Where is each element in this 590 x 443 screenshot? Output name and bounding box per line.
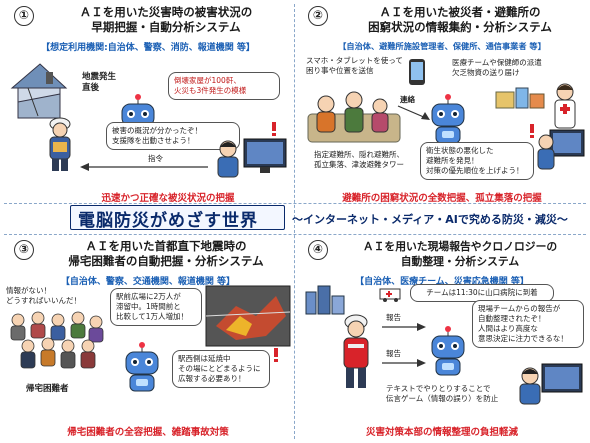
report-label-2: 報告 xyxy=(386,349,401,358)
banner-title: 電脳防災がめざす世界 xyxy=(78,211,258,231)
target-users: 【自治体、警察、交通機関、報道機関 等】 xyxy=(60,277,236,287)
banner-frame xyxy=(70,205,285,230)
decision-bubble: 被害の概況が分かったぞ！ 支援隊を出動させよう！ xyxy=(106,122,240,150)
title-line-2: 困窮状況の情報集約・分析システム xyxy=(368,20,552,34)
city-buildings-illustration xyxy=(305,285,345,315)
stagnation-bubble: 駅前広場に2万人が 滞留中。1時間前と 比較して1万人増加！ xyxy=(110,288,202,326)
quadrant-number: ① xyxy=(14,6,34,26)
quadrant-outcome: 帰宅困難者の全容把握、雑踏事故対策 xyxy=(67,427,229,438)
onset-label: 地震発生 直後 xyxy=(82,72,117,93)
title-line-1: ＡＩを用いた現場報告やクロノロジーの xyxy=(362,240,558,253)
responder-illustration xyxy=(343,314,369,388)
link-arrow xyxy=(397,105,430,120)
worker-illustration xyxy=(49,117,71,171)
horizontal-divider-bottom xyxy=(4,234,586,235)
target-users: 【想定利用機関:自治体、警察、消防、報道機関 等】 xyxy=(41,43,255,53)
quadrant-outcome: 避難所の困窮状況の全数把握、孤立集落の把握 xyxy=(342,193,542,204)
title-line-2: 早期把握・自動分析システム xyxy=(91,20,241,34)
hq-bubble: 現場チームからの報告が 自動整理されたぞ！ 人間はより高度な 意思決定に注力でき… xyxy=(472,300,584,348)
ai-robot-icon xyxy=(125,342,159,392)
text-exchange-note: テキストでやりとりすることで 伝言ゲーム（情報の誤り）を防止 xyxy=(386,384,499,403)
report-bubble: 倒壊家屋が100軒、 火災も3件発生の模様 xyxy=(168,72,280,100)
fire-warning-bubble: 駅西側は延焼中 その場にとどまるように 広報する必要あり！ xyxy=(172,350,270,388)
banner-subtitle: ～インターネット・メディア・AIで究める防災・減災～ xyxy=(292,213,568,226)
operator-illustration xyxy=(519,363,583,405)
quadrant-header: ① ＡＩを用いた災害時の被害状況の 早期把握・自動分析システム 【想定利用機関:… xyxy=(2,2,294,53)
quadrant-header: ② ＡＩを用いた被災者・避難所の 困窮状況の情報集約・分析システム 【自治体、避… xyxy=(296,2,588,51)
quadrant-title: ＡＩを用いた首都直下地震時の 帰宅困難者の自動把握・分析システム xyxy=(42,239,290,269)
title-line-1: ＡＩを用いた災害時の被害状況の xyxy=(79,5,253,19)
title-line-2: 帰宅困難者の自動把握・分析システム xyxy=(68,254,264,268)
report-label-1: 報告 xyxy=(386,313,401,322)
title-line-1: ＡＩを用いた首都直下地震時の xyxy=(85,239,247,253)
collapsed-house-illustration xyxy=(10,63,68,119)
quadrant-title: ＡＩを用いた現場報告やクロノロジーの 自動整理・分析システム xyxy=(336,239,584,269)
quadrant-number: ④ xyxy=(308,240,328,260)
medical-note: 医療チームや保健師の派遣 欠乏物資の送り届け xyxy=(452,58,542,77)
smartphone-icon xyxy=(409,59,425,85)
stranded-label: 帰宅困難者 xyxy=(26,384,69,394)
quadrant-title: ＡＩを用いた被災者・避難所の 困窮状況の情報集約・分析システム xyxy=(336,5,584,35)
link-label: 連絡 xyxy=(400,95,415,104)
target-users: 【自治体、医療チーム、災害応急機関 等】 xyxy=(355,277,529,287)
alert-exclamation-icon xyxy=(272,122,276,136)
quadrant-title: ＡＩを用いた災害時の被害状況の 早期把握・自動分析システム xyxy=(42,5,290,35)
ai-robot-icon xyxy=(431,94,465,144)
quadrant-number: ③ xyxy=(14,240,34,260)
medical-staff-illustration xyxy=(554,83,576,129)
quadrant-4-field-reports: ④ ＡＩを用いた現場報告やクロノロジーの 自動整理・分析システム 【自治体、医療… xyxy=(296,236,588,440)
crowd-illustration xyxy=(10,311,104,369)
quadrant-1-damage-assessment: ① ＡＩを用いた災害時の被害状況の 早期把握・自動分析システム 【想定利用機関:… xyxy=(2,2,294,206)
operator-illustration xyxy=(537,129,585,170)
shelter-note: 指定避難所、隠れ避難所、 孤立集落、津波避難タワー xyxy=(314,150,404,169)
phone-note: スマホ・タブレットを使って 困り事や位置を送信 xyxy=(306,56,403,75)
target-users: 【自治体、避難所施設管理者、保健所、通信事業者 等】 xyxy=(338,41,546,51)
quadrant-2-evacuee-shelter: ② ＡＩを用いた被災者・避難所の 困窮状況の情報集約・分析システム 【自治体、避… xyxy=(296,2,588,206)
report-arrow-1 xyxy=(382,323,426,331)
quadrant-3-stranded-commuters: ③ ＡＩを用いた首都直下地震時の 帰宅困難者の自動把握・分析システム 【自治体、… xyxy=(2,236,294,440)
command-label: 指令 xyxy=(148,154,163,163)
quadrant-number: ② xyxy=(308,6,328,26)
title-line-1: ＡＩを用いた被災者・避難所の xyxy=(379,5,541,19)
evacuees-illustration xyxy=(307,91,401,143)
ambulance-icon xyxy=(379,288,401,302)
quadrant-header: ③ ＡＩを用いた首都直下地震時の 帰宅困難者の自動把握・分析システム 【自治体、… xyxy=(2,236,294,287)
ai-robot-icon xyxy=(431,326,465,376)
station-map-illustration xyxy=(205,285,291,347)
command-arrow xyxy=(80,163,208,171)
report-arrow-2 xyxy=(382,359,426,367)
vertical-divider xyxy=(294,4,295,439)
horizontal-divider-top xyxy=(4,203,586,204)
alert-exclamation-icon xyxy=(274,348,278,362)
title-line-2: 自動整理・分析システム xyxy=(400,255,520,268)
alert-exclamation-icon xyxy=(530,124,534,138)
quadrant-header: ④ ＡＩを用いた現場報告やクロノロジーの 自動整理・分析システム 【自治体、医療… xyxy=(296,236,588,287)
quadrant-outcome: 迅速かつ正確な被災状況の把握 xyxy=(101,193,235,204)
priority-bubble: 衛生状態の悪化した 避難所を発見！ 対策の優先順位を上げよう！ xyxy=(420,142,534,180)
supplies-illustration xyxy=(495,87,545,109)
vision-banner: 電脳防災がめざす世界 ～インターネット・メディア・AIで究める防災・減災～ xyxy=(70,205,570,231)
operator-illustration xyxy=(217,138,287,178)
crowd-note: 情報がない！ どうすればいいんだ！ xyxy=(6,286,81,305)
quadrant-outcome: 災害対策本部の情報整理の負担軽減 xyxy=(365,427,518,438)
